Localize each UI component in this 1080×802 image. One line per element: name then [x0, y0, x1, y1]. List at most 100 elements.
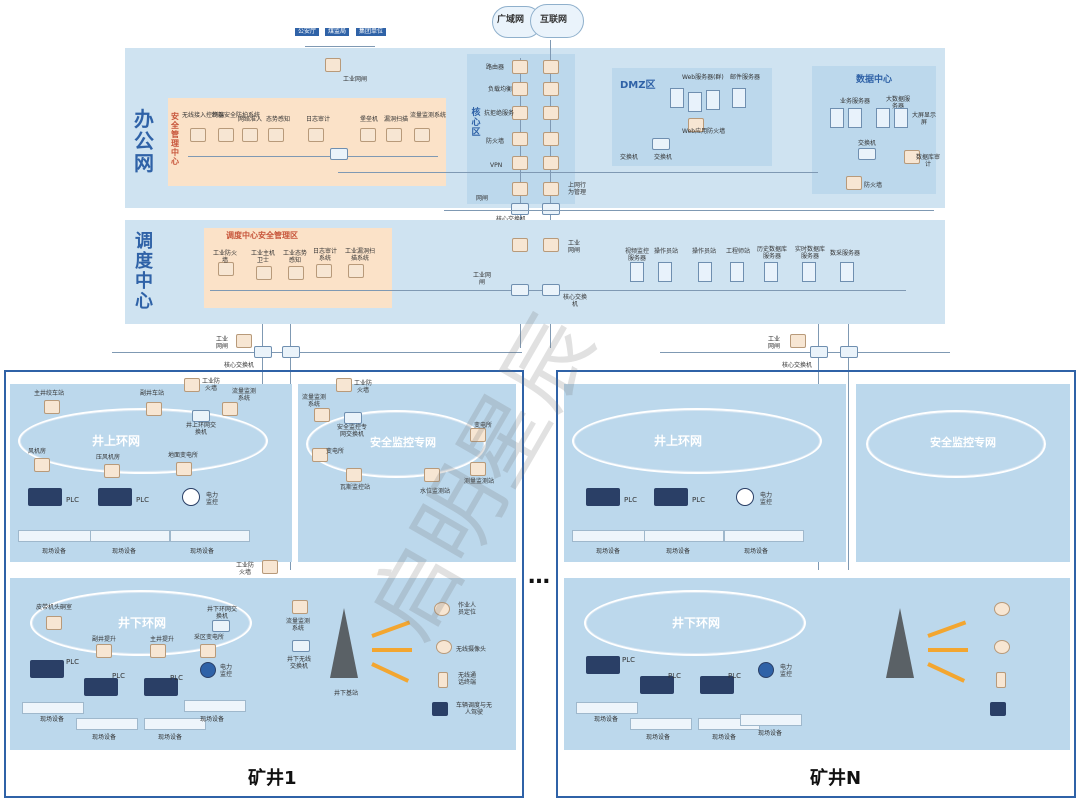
plc-1: PLC: [66, 496, 80, 504]
dmz-mail: 邮件服务器: [730, 74, 761, 81]
wireless-signal-2: [372, 648, 412, 652]
dsec-5: 工业漏洞扫描系统: [344, 248, 375, 262]
plc-5: PLC: [170, 674, 184, 682]
core-title: 核心区: [471, 108, 481, 138]
mineN-core-switch-icon: [810, 346, 828, 358]
field-1: [18, 530, 98, 542]
field-7: [184, 700, 246, 712]
plc-4-icon: [84, 678, 118, 696]
sec-item-6: 堡垒机: [360, 116, 379, 123]
power-monitor-n2-icon: [758, 662, 774, 678]
dispatch-title: 调度中心: [135, 231, 153, 312]
b9: 井下基站: [334, 690, 359, 697]
plc-n3-icon: [586, 656, 620, 674]
acquisition-server-icon: [840, 262, 854, 282]
a5: 井上环网交换机: [186, 422, 217, 436]
plc-n5-icon: [700, 676, 734, 694]
s5-icon: [312, 448, 328, 462]
sec-item-4: 态势感知: [266, 116, 291, 123]
field-4: [22, 702, 84, 714]
s3-icon: [344, 412, 362, 424]
power-monitor-n: 电力监控: [759, 492, 772, 506]
mineN-camera-icon: [994, 640, 1010, 654]
a5-icon: [192, 410, 210, 422]
plc-n4: PLC: [668, 672, 682, 680]
situation-awareness-icon: [268, 128, 284, 142]
video-server-icon: [630, 262, 644, 282]
dsec-3: 工业态势感知: [282, 250, 307, 264]
traffic-monitor-icon: [414, 128, 430, 142]
b8-icon: [292, 640, 310, 652]
core-switch-icon: [511, 203, 529, 215]
dispatch-gate2-label: 工业网闸: [567, 240, 580, 254]
s8-icon: [470, 462, 486, 476]
sec-item-1: 无线接入控制器: [182, 112, 225, 119]
mine1-gate-icon: [236, 334, 252, 348]
waf-icon: [688, 118, 704, 132]
mineN-below-ring: [584, 590, 806, 656]
power-monitor-n2: 电力监控: [779, 664, 792, 678]
field-6: [144, 718, 206, 730]
field-n5-label: 现场设备: [646, 734, 671, 741]
ops-3: 操作员站: [692, 248, 717, 255]
mine1-frame: [4, 370, 524, 798]
power-monitor: 电力监控: [205, 492, 218, 506]
dmz-switch-b: 交换机: [654, 154, 673, 161]
dc-switch: 交换机: [858, 140, 877, 147]
ind-log-icon: [316, 264, 332, 278]
a1: 主井绞车站: [34, 390, 65, 397]
mine1-title: 矿井1: [248, 768, 297, 789]
dmz-switch-icon: [652, 138, 670, 150]
wireless-camera-icon: [436, 640, 452, 654]
log-audit-icon: [308, 128, 324, 142]
business-server-icon: [830, 108, 844, 128]
dmz-waf: Web应用防火墙: [682, 128, 726, 135]
field-4-label: 现场设备: [40, 716, 65, 723]
mineN-core-switch-icon-b: [840, 346, 858, 358]
web-server-icon: [670, 88, 684, 108]
ind-situation-icon: [288, 266, 304, 280]
ext-bus: [305, 46, 375, 47]
security-center-area: [168, 98, 446, 186]
engineer-station-icon: [730, 262, 744, 282]
power-monitor-2: 电力监控: [219, 664, 232, 678]
field-6-label: 现场设备: [158, 734, 183, 741]
behavior-mgmt-icon-b: [543, 182, 559, 196]
mineN-above-ring: [572, 408, 822, 474]
industrial-gate-label: 工业网闸: [343, 76, 368, 83]
s4: 变电所: [474, 422, 493, 429]
mineN-gate-icon: [790, 334, 806, 348]
ext-public-security: 公安厅: [295, 28, 320, 36]
s1: 工业防火墙: [354, 380, 373, 394]
b4-icon: [150, 644, 166, 658]
ext-group: 集团单位: [356, 28, 387, 36]
plc-5-icon: [144, 678, 178, 696]
anti-ddos-icon: [512, 106, 528, 120]
power-monitor-2-icon: [200, 662, 216, 678]
a2: 副井车站: [140, 390, 165, 397]
b3-icon: [96, 644, 112, 658]
core-area: [467, 54, 575, 204]
s4-icon: [470, 428, 486, 442]
b4: 主井提升: [150, 636, 175, 643]
vpn-icon: [512, 156, 528, 170]
anti-ddos-icon-b: [543, 106, 559, 120]
dc-firewall-icon: [846, 176, 862, 190]
mine1-core-switch-icon-b: [282, 346, 300, 358]
a6-icon: [34, 458, 50, 472]
worker-locate-icon: [434, 602, 450, 616]
w3: 无线通话终端: [457, 672, 476, 686]
field-n4-label: 现场设备: [594, 716, 619, 723]
mine1-above-ring-label: 井上环网: [92, 434, 141, 448]
ops-4: 工程师站: [726, 248, 751, 255]
vuln-scan-icon: [386, 128, 402, 142]
vpn-icon-b: [543, 156, 559, 170]
business-server-icon-2: [848, 108, 862, 128]
b3: 副井提升: [92, 636, 117, 643]
w2: 无线摄像头: [456, 646, 487, 653]
core-ddos: 抗拒绝服务: [484, 110, 515, 117]
plc-3-icon: [30, 660, 64, 678]
plc-n4-icon: [640, 676, 674, 694]
bigdata-server-icon: [876, 108, 890, 128]
mine1-above-ring: [18, 408, 268, 474]
